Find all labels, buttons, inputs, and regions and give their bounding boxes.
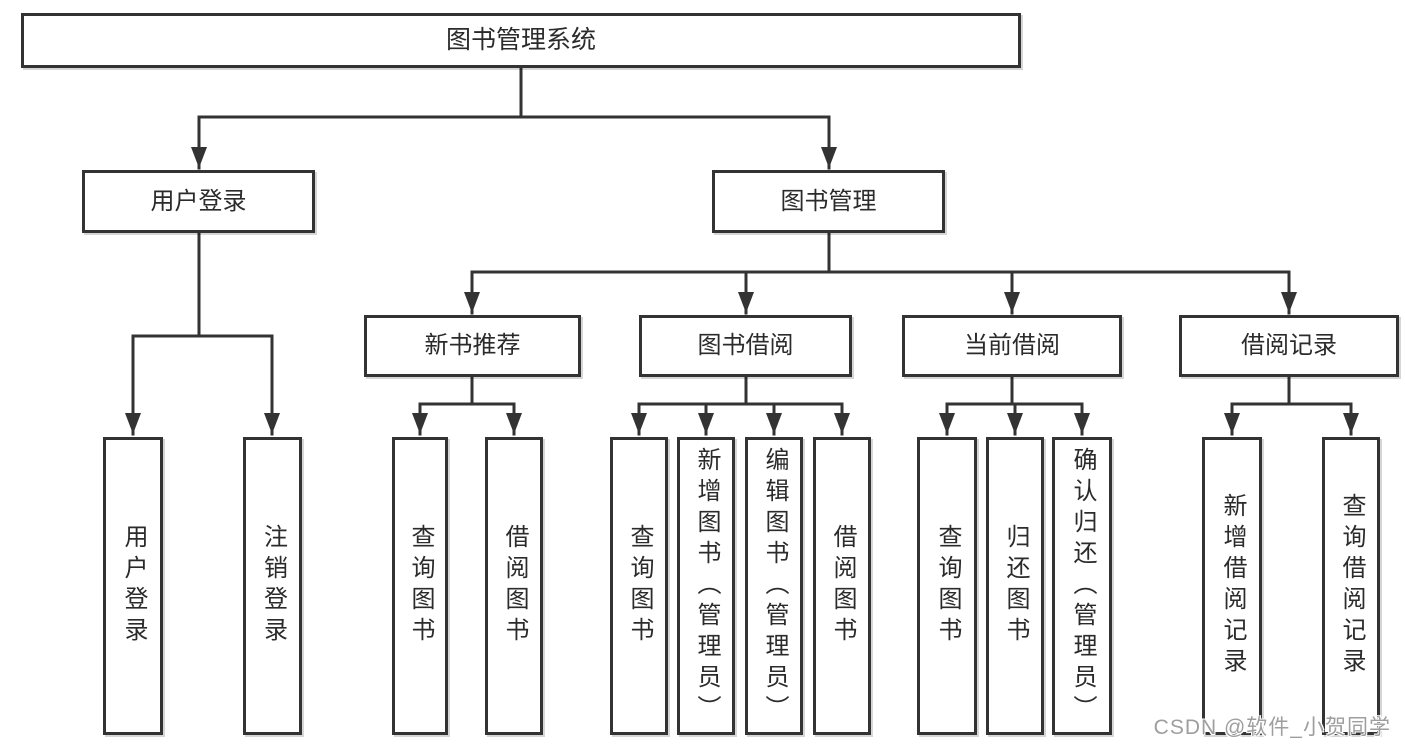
node-current-borrowing: 当前借阅 <box>902 315 1122 377</box>
leaf-query-books-current: 查询图书 <box>917 437 977 735</box>
leaf-add-books-admin: 新增图书（管理员） <box>677 437 735 735</box>
leaf-confirm-return-admin: 确认归还（管理员） <box>1052 437 1112 735</box>
watermark: CSDN @软件_小贺同学 <box>1153 716 1391 739</box>
leaf-user-login: 用户登录 <box>103 437 163 735</box>
node-user-login: 用户登录 <box>82 170 315 233</box>
node-new-book-recommend: 新书推荐 <box>364 315 581 377</box>
node-borrowing-records: 借阅记录 <box>1179 315 1399 377</box>
leaf-query-books-recommend: 查询图书 <box>392 437 448 735</box>
leaf-query-borrow-record: 查询借阅记录 <box>1322 437 1380 735</box>
leaf-borrow-books: 借阅图书 <box>813 437 871 735</box>
node-book-management: 图书管理 <box>712 170 945 233</box>
leaf-query-books-borrow: 查询图书 <box>610 437 668 735</box>
leaf-borrow-books-recommend: 借阅图书 <box>485 437 543 735</box>
node-book-borrowing: 图书借阅 <box>639 315 852 377</box>
node-library-system: 图书管理系统 <box>21 13 1021 68</box>
leaf-return-books: 归还图书 <box>986 437 1044 735</box>
leaf-logout: 注销登录 <box>243 437 302 735</box>
leaf-add-borrow-record: 新增借阅记录 <box>1202 437 1262 735</box>
leaf-edit-books-admin: 编辑图书（管理员） <box>745 437 803 735</box>
